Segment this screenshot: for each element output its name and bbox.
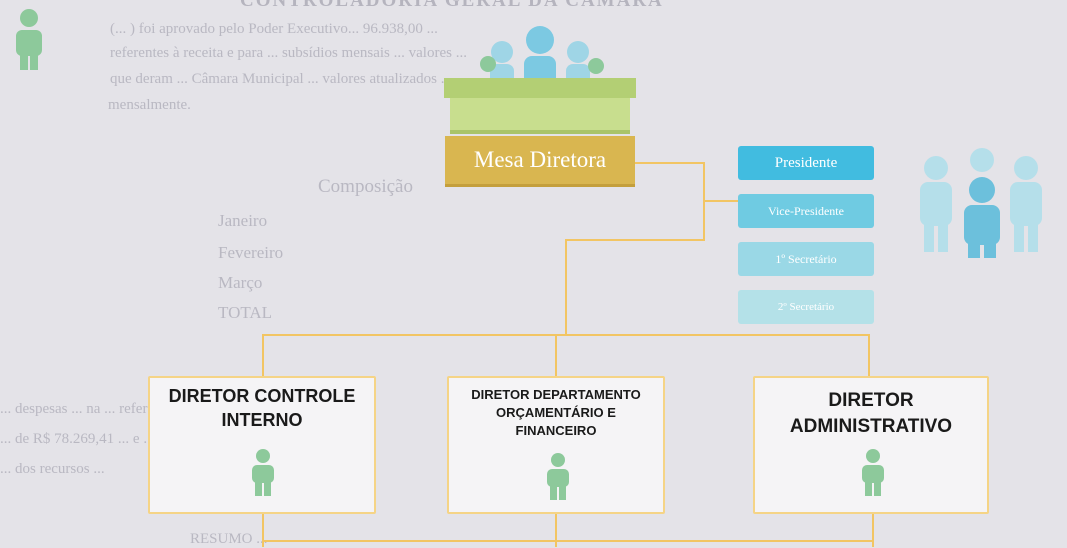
background-row-2: Fevereiro	[218, 243, 284, 262]
connector-main-bus	[262, 334, 870, 336]
board-member-presidente: Presidente	[738, 146, 874, 180]
background-line-1: (... ) foi aprovado pelo Poder Executivo…	[110, 21, 438, 37]
background-line-3: que deram ... Câmara Municipal ... valor…	[110, 71, 452, 87]
connector-to-main-bus	[565, 239, 567, 335]
people-group-icon	[920, 148, 1042, 258]
board-member-primeiro-secretario: 1º Secretário	[738, 242, 874, 276]
corner-person-icon	[16, 9, 42, 70]
background-bottom-line: RESUMO ...	[190, 531, 268, 547]
background-title: CONTROLADORIA GERAL DA CÂMARA	[240, 0, 664, 11]
director-label-line: FINANCEIRO	[515, 423, 597, 438]
director-orcamentario-financeiro: DIRETOR DEPARTAMENTO ORÇAMENTÁRIO E FINA…	[447, 376, 665, 514]
connector-mesa-down	[703, 162, 705, 240]
connector-bottom-bus	[262, 540, 874, 542]
connector-center-drop	[555, 334, 557, 378]
board-member-label: 2º Secretário	[777, 301, 835, 313]
director-label-line: INTERNO	[221, 410, 303, 430]
mesa-diretora-box: Mesa Diretora	[445, 136, 635, 184]
connector-left-drop	[262, 334, 264, 378]
person-icon	[862, 449, 884, 496]
director-label-line: ORÇAMENTÁRIO E	[496, 405, 616, 420]
connector-left-bottom	[262, 512, 264, 547]
person-icon	[252, 449, 274, 496]
director-label-line: DIRETOR CONTROLE	[168, 386, 356, 406]
director-administrativo: DIRETOR ADMINISTRATIVO	[753, 376, 989, 514]
connector-to-board	[705, 200, 739, 202]
background-row-4: TOTAL	[218, 303, 273, 322]
connector-mesa-horizontal	[565, 239, 705, 241]
board-member-label: Vice-Presidente	[768, 203, 844, 218]
director-label-line: ADMINISTRATIVO	[789, 416, 953, 437]
director-label-line: DIRETOR DEPARTAMENTO	[471, 387, 641, 402]
board-member-segundo-secretario: 2º Secretário	[738, 290, 874, 324]
mesa-diretora-label: Mesa Diretora	[473, 147, 607, 172]
background-table-header: Composição	[318, 176, 413, 197]
person-icon	[547, 453, 569, 500]
board-member-label: 1º Secretário	[775, 251, 837, 266]
connector-mesa-right	[635, 162, 703, 164]
connector-right-bottom	[872, 512, 874, 547]
mesa-podium-graphic	[444, 26, 636, 134]
background-row-3: Março	[218, 273, 263, 292]
board-member-label: Presidente	[774, 154, 838, 171]
board-member-vice-presidente: Vice-Presidente	[738, 194, 874, 228]
background-para2-line-1: ... despesas ... na ... referentes ...	[0, 401, 194, 417]
connector-center-bottom	[555, 512, 557, 547]
background-line-2: referentes à receita e para ... subsídio…	[110, 45, 467, 61]
background-row-1: Janeiro	[218, 211, 268, 230]
background-para2-line-3: ... dos recursos ...	[0, 461, 105, 477]
background-line-4: mensalmente.	[108, 97, 191, 113]
director-controle-interno: DIRETOR CONTROLE INTERNO	[148, 376, 376, 514]
director-label-line: DIRETOR	[828, 390, 914, 411]
connector-right-drop	[868, 334, 870, 378]
